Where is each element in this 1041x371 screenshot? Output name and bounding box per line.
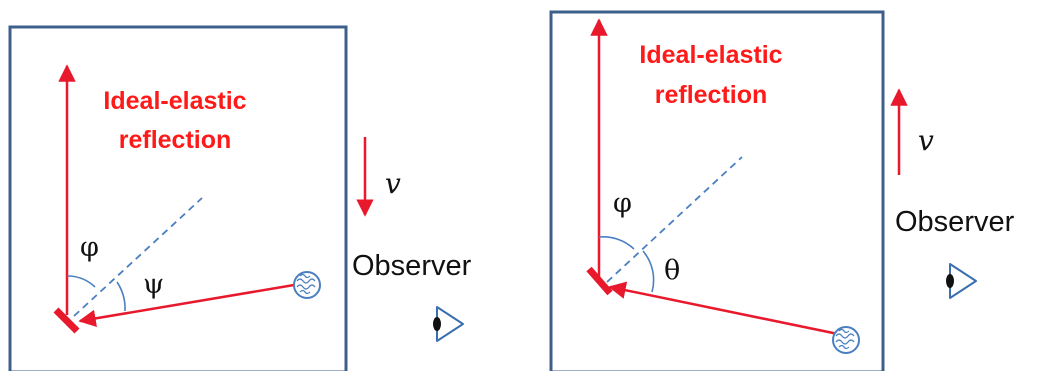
- right-velocity-label: v: [918, 124, 934, 157]
- left-angle-phi-arc: [66, 275, 96, 288]
- left-angle-psi-label: ψ: [143, 269, 164, 300]
- left-angle-second-arc: [116, 281, 126, 312]
- right-angle-phi-arc: [598, 236, 635, 250]
- left-title-line1: Ideal-elastic: [103, 87, 246, 115]
- right-outside: v Observer: [890, 88, 1015, 299]
- left-velocity-label: v: [385, 167, 401, 200]
- right-normal-dashed-line: [606, 156, 743, 283]
- right-incident-ray-arrow: [608, 281, 839, 336]
- right-observer-label: Observer: [895, 206, 1015, 238]
- right-angle-theta-label: θ: [664, 255, 680, 286]
- left-panel: Ideal-elastic reflection φ ψ: [8, 25, 348, 371]
- left-title-line2: reflection: [119, 126, 232, 154]
- mirror-icon: [53, 307, 80, 334]
- right-frame: [549, 10, 885, 371]
- right-title-line2: reflection: [655, 81, 768, 109]
- eye-icon: [433, 306, 464, 342]
- mirror-icon: [586, 266, 613, 296]
- left-normal-dashed-line: [73, 197, 203, 317]
- light-source-icon: [293, 271, 321, 299]
- eye-icon: [946, 263, 977, 299]
- left-observer-label: Observer: [352, 250, 472, 282]
- left-incident-ray-arrow: [78, 282, 301, 328]
- right-title-line1: Ideal-elastic: [639, 41, 782, 69]
- light-source-icon: [832, 326, 860, 354]
- left-angle-phi-label: φ: [80, 232, 99, 263]
- right-angle-phi-label: φ: [613, 188, 632, 219]
- left-frame: [8, 25, 348, 371]
- left-outside: v Observer: [352, 137, 472, 342]
- right-angle-second-arc: [642, 250, 655, 293]
- right-panel: Ideal-elastic reflection φ θ: [549, 10, 885, 371]
